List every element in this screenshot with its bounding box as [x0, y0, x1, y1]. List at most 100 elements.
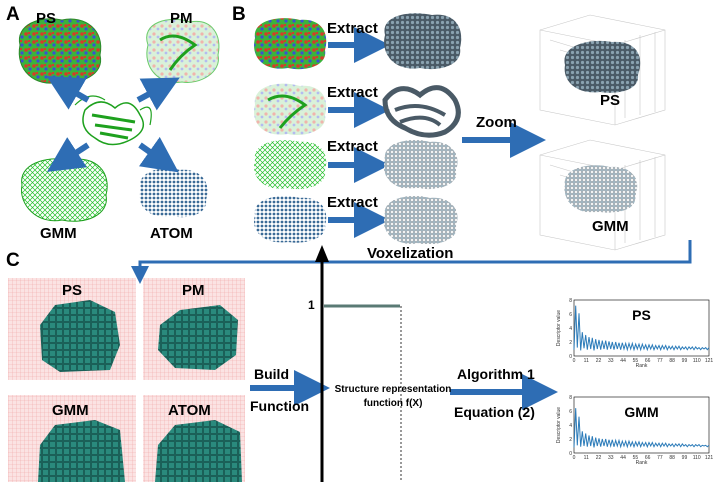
chart-xtick: 99 [682, 455, 688, 461]
chart-ytick: 8 [569, 298, 572, 304]
extract-label-2: Extract [327, 84, 378, 101]
voxel-gmm-label: GMM [52, 402, 89, 419]
zoom-gmm-label: GMM [592, 218, 629, 235]
chart-xtick: 121 [705, 358, 714, 364]
chart-xtick: 66 [645, 455, 651, 461]
b-row4-output [384, 196, 458, 245]
chart-xtick: 33 [608, 358, 614, 364]
panel-a [18, 18, 220, 222]
function-y-axis-head [315, 245, 329, 262]
chart-xtick: 33 [608, 455, 614, 461]
panel-b [131, 13, 692, 284]
chart-xtick: 55 [633, 455, 639, 461]
chart-xlabel: Rank [636, 363, 648, 369]
function-value-one: 1 [308, 298, 315, 312]
equation-label: Equation (2) [454, 404, 535, 420]
chart-ylabel: Descriptor value [556, 310, 562, 346]
build-label: Build [254, 366, 289, 382]
function-label: Function [250, 398, 310, 414]
chart-xtick: 0 [573, 358, 576, 364]
chart-ytick: 6 [569, 409, 572, 415]
panel-a-pm-label: PM [170, 10, 193, 27]
chart-xtick: 121 [705, 455, 714, 461]
b-row2-output [382, 85, 461, 138]
chart-ytick: 2 [569, 437, 572, 443]
zoom-ps-label: PS [600, 92, 621, 109]
panel-a-ps-label: PS [36, 10, 57, 27]
arrow-to-atom [138, 136, 179, 173]
b-row3-output [384, 140, 458, 190]
chart-xtick: 110 [693, 358, 701, 364]
descriptor-chart-ps: PS Descriptor value 0 2 4 6 8 0 11 22 33 44 55 66 77 88… [556, 298, 713, 369]
panel-a-atom-label: ATOM [150, 225, 193, 242]
chart-xtick: 110 [693, 455, 701, 461]
chart-ytick: 4 [569, 326, 572, 332]
chart-xtick: 22 [596, 358, 602, 364]
panel-c-letter: C [6, 250, 20, 271]
chart-ytick: 2 [569, 340, 572, 346]
extract-label-1: Extract [327, 20, 378, 37]
voxelization-label: Voxelization [367, 245, 454, 262]
function-caption-line2: function f(X) [363, 398, 423, 409]
function-caption-line1: Structure representation [334, 384, 452, 395]
chart-series-line [573, 408, 710, 449]
voxel-atom-shape [155, 420, 242, 482]
chart-ytick: 6 [569, 312, 572, 318]
voxel-pm-shape [158, 305, 238, 370]
b-to-c-connector [131, 240, 692, 284]
chart-ytick: 0 [569, 354, 572, 360]
chart-xtick: 0 [573, 455, 576, 461]
pm-ribbon [159, 34, 198, 71]
chart-title: GMM [624, 404, 658, 420]
chart-xtick: 99 [682, 358, 688, 364]
zoom-label: Zoom [476, 114, 517, 131]
descriptor-chart-gmm: GMM Descriptor value 0 2 4 6 8 0 11 22 33 44 55 66 77 8… [556, 395, 713, 466]
b-row4-input [254, 196, 327, 243]
chart-ytick: 0 [569, 451, 572, 457]
chart-xtick: 77 [657, 358, 663, 364]
extract-label-4: Extract [327, 194, 378, 211]
voxel-ps-label: PS [62, 282, 83, 299]
chart-xtick: 11 [584, 358, 589, 364]
arrow-to-ps [46, 76, 90, 110]
extract-label-3: Extract [327, 138, 378, 155]
chart-xlabel: Rank [636, 460, 648, 466]
gmm-mesh-image [21, 158, 108, 222]
voxel-ps-shape [40, 300, 120, 372]
arrow-to-gmm [46, 137, 90, 172]
chart-xtick: 88 [669, 358, 675, 364]
chart-title: PS [632, 307, 651, 323]
b-row1-output [384, 13, 462, 70]
arrow-to-pm [136, 77, 180, 111]
chart-ytick: 8 [569, 395, 572, 401]
ps-surface-image [18, 18, 102, 84]
chart-xtick: 55 [633, 358, 639, 364]
panel-a-gmm-label: GMM [40, 225, 77, 242]
chart-xtick: 11 [584, 455, 589, 461]
chart-xtick: 88 [669, 455, 675, 461]
panel-c [8, 245, 558, 482]
zoom-ps-surface [564, 40, 641, 93]
panel-b-letter: B [232, 4, 246, 25]
chart-xtick: 44 [620, 455, 626, 461]
b-row3-input [254, 140, 327, 190]
chart-xtick: 22 [596, 455, 602, 461]
chart-ytick: 4 [569, 423, 572, 429]
zoom-gmm-dots [564, 165, 638, 213]
atom-dots-image [139, 168, 208, 218]
chart-series-line [573, 305, 710, 352]
voxel-gmm-shape [38, 420, 125, 482]
ribbon-protein-image [74, 95, 152, 146]
voxel-atom-label: ATOM [168, 402, 211, 419]
pm-surface-image [146, 18, 220, 84]
chart-xtick: 44 [620, 358, 626, 364]
algorithm-label: Algorithm 1 [457, 366, 535, 382]
panel-a-letter: A [6, 4, 20, 25]
chart-xtick: 66 [645, 358, 651, 364]
b-row1-input [254, 18, 327, 70]
b-row2-input [254, 83, 327, 136]
chart-xtick: 77 [657, 455, 663, 461]
chart-ylabel: Descriptor value [556, 407, 562, 443]
voxel-pm-label: PM [182, 282, 205, 299]
